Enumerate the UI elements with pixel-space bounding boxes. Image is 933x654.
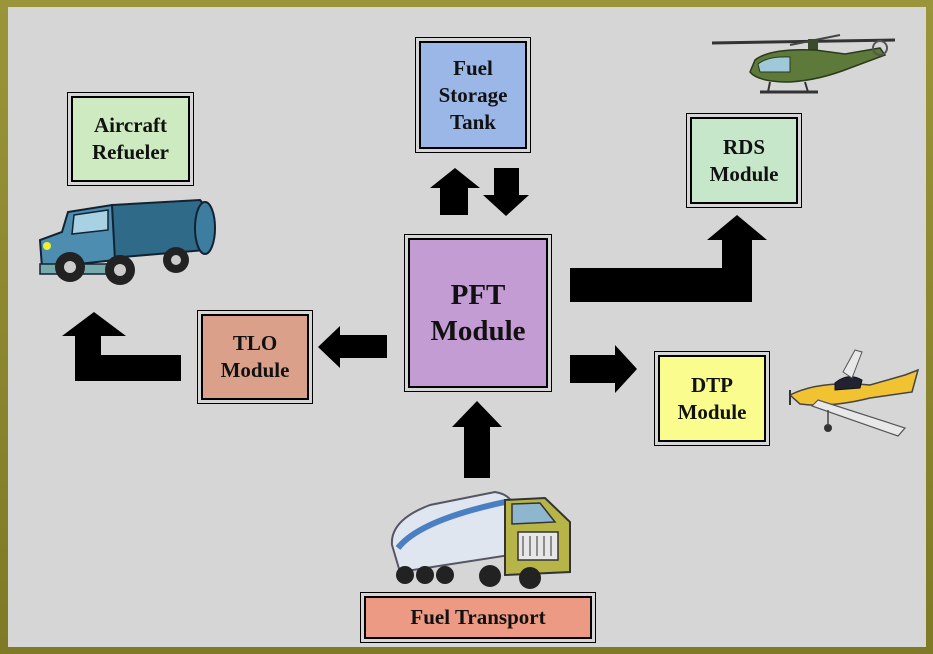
dtp-module-box: DTP Module <box>654 351 770 446</box>
fuel-transport-label: Fuel Transport <box>410 605 546 629</box>
helicopter-image <box>711 34 896 94</box>
arrow-up-to-fuel-storage <box>430 168 480 215</box>
arrow-down-from-fuel-storage <box>483 168 529 216</box>
tlo-module-label: TLO Module <box>220 331 290 382</box>
fuel-transport-box: Fuel Transport <box>360 592 596 643</box>
fuel-storage-tank-box: Fuel Storage Tank <box>415 37 531 153</box>
pft-module-label: PFT Module <box>430 279 526 347</box>
tanker-truck-image <box>390 490 571 589</box>
arrow-pft-to-tlo <box>318 326 387 368</box>
refueler-truck-image <box>38 198 216 285</box>
fuel-storage-tank-label: Fuel Storage Tank <box>438 55 508 134</box>
arrow-tlo-to-refueler <box>62 312 181 381</box>
rds-module-box: RDS Module <box>686 113 802 208</box>
dtp-module-label: DTP Module <box>677 372 747 424</box>
arrow-pft-to-rds <box>570 215 767 302</box>
arrows <box>62 168 767 478</box>
pft-module-box: PFT Module <box>404 234 552 392</box>
arrow-pft-to-dtp <box>570 345 637 393</box>
tlo-module-box: TLO Module <box>197 310 313 404</box>
aircraft-refueler-box: Aircraft Refueler <box>67 92 194 186</box>
airplane-image <box>788 349 920 437</box>
arrow-transport-to-pft <box>452 401 502 478</box>
rds-module-label: RDS Module <box>709 134 779 186</box>
aircraft-refueler-label: Aircraft Refueler <box>92 113 169 164</box>
